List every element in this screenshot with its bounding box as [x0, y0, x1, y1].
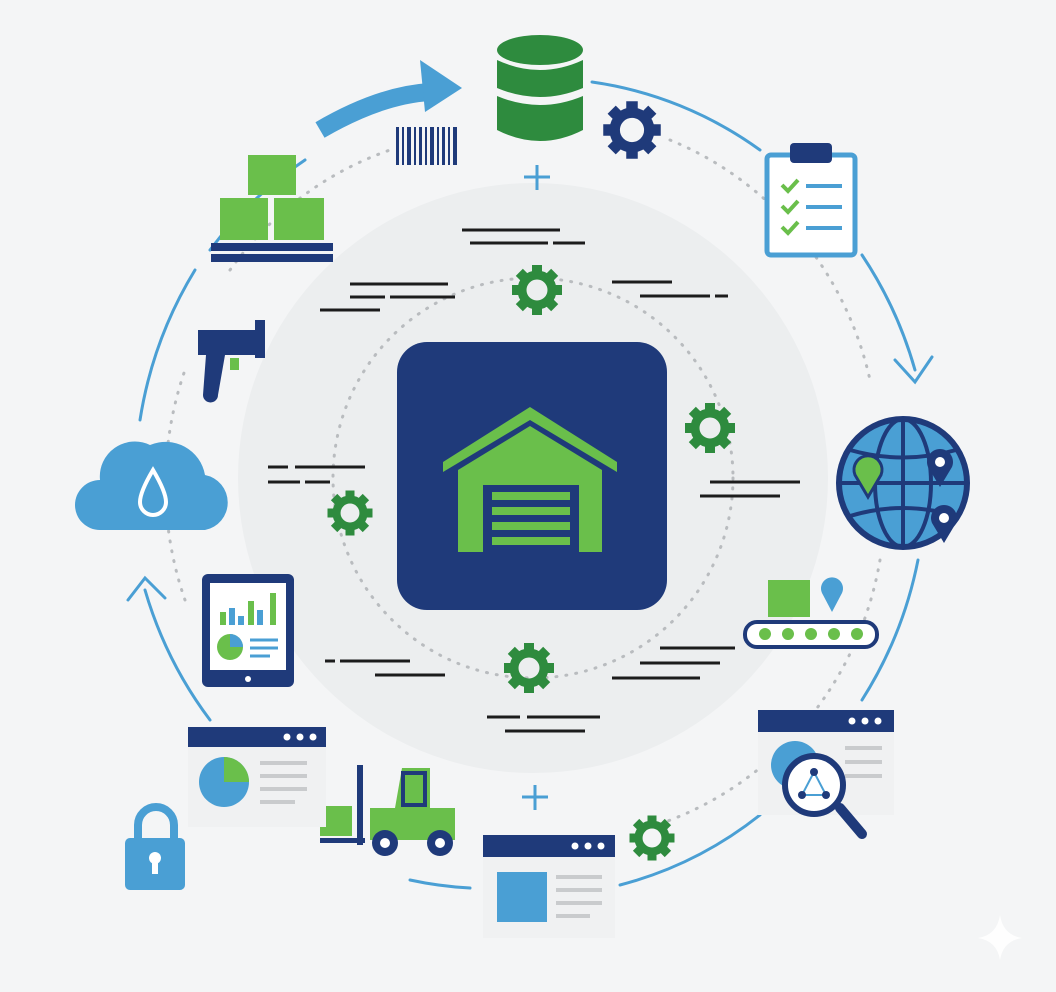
barcode-icon [396, 127, 457, 165]
tablet-dashboard-icon [202, 574, 294, 687]
database-icon [497, 35, 583, 141]
placeholder-text-lines [268, 228, 800, 733]
globe-location-icon [836, 416, 970, 550]
forklift-icon [320, 765, 455, 856]
browser-window-icon [483, 835, 615, 938]
lock-icon [125, 803, 185, 890]
search-analytics-window-icon [758, 710, 894, 839]
warehouse-icon [397, 342, 667, 610]
sparkle-watermark-icon [978, 915, 1022, 960]
plus-icon [522, 785, 548, 810]
cloud-icon [75, 441, 228, 530]
plus-icon [524, 165, 550, 190]
pie-chart-window-icon [188, 727, 326, 827]
curved-arrow-icon [315, 60, 462, 138]
outer-flow-ring [126, 80, 934, 890]
boxes-pallet-icon [211, 155, 333, 262]
clipboard-checklist-icon [764, 143, 858, 258]
barcode-scanner-icon [198, 320, 265, 403]
conveyor-belt-icon [743, 577, 879, 649]
